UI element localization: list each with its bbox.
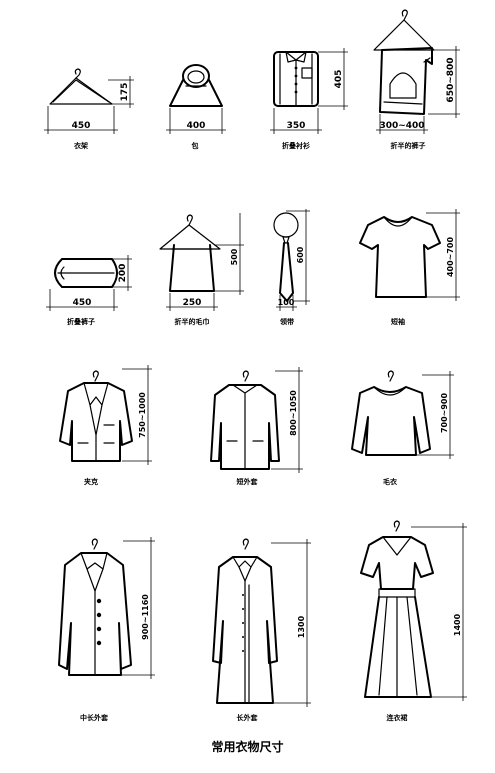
item-sweater: 700~900 毛衣 <box>340 365 465 490</box>
short-sleeve-height-label: 400~700 <box>446 237 455 278</box>
item-folded-trousers: 450 200 折叠裤子 <box>0 205 140 335</box>
caption-short-sleeve: 短袖 <box>391 318 405 326</box>
caption-half-folded-trousers: 折半的裤子 <box>390 142 426 150</box>
half-folded-towel-height-label: 500 <box>230 248 239 265</box>
caption-short-coat: 短外套 <box>236 478 258 486</box>
bag-drawing: 400 <box>166 64 226 134</box>
medium-coat-height-label: 900~1160 <box>141 594 150 640</box>
item-long-coat: 1300 长外套 <box>195 535 320 730</box>
long-coat-height-label: 1300 <box>297 615 306 638</box>
item-short-coat: 800~1050 短外套 <box>195 365 310 490</box>
caption-medium-coat: 中长外套 <box>80 714 108 722</box>
folded-trousers-width-label: 450 <box>73 298 92 308</box>
hanger-drawing: 450 175 <box>44 68 134 134</box>
caption-folded-trousers: 折叠裤子 <box>67 318 95 326</box>
caption-dress: 连衣裙 <box>386 714 408 722</box>
item-bag: 400 包 <box>140 0 250 160</box>
jacket-drawing: 750~1000 <box>59 365 152 465</box>
sweater-height-label: 700~900 <box>440 393 449 434</box>
folded-trousers-drawing: 450 200 <box>46 255 132 311</box>
half-folded-trousers-drawing: 300~400 650~800 <box>373 9 460 134</box>
jacket-height-label: 750~1000 <box>138 392 147 438</box>
caption-hanger: 衣架 <box>74 142 88 150</box>
caption-tie: 领带 <box>280 318 294 326</box>
caption-folded-shirt: 折叠衬衫 <box>282 142 310 150</box>
tie-height-label: 600 <box>296 246 305 263</box>
short-sleeve-drawing: 400~700 <box>359 209 460 301</box>
caption-long-coat: 长外套 <box>236 714 258 722</box>
folded-shirt-drawing: 350 405 <box>270 48 348 134</box>
item-hanger: 450 175 衣架 <box>0 0 140 160</box>
sweater-drawing: 700~900 <box>351 370 454 459</box>
caption-sweater: 毛衣 <box>383 478 397 486</box>
dress-drawing: 1400 <box>360 520 467 701</box>
bag-width-label: 400 <box>187 121 206 131</box>
dress-height-label: 1400 <box>453 613 462 636</box>
short-coat-height-label: 800~1050 <box>289 390 298 436</box>
item-folded-shirt: 350 405 折叠衬衫 <box>250 0 360 160</box>
hanger-width-label: 450 <box>72 121 91 131</box>
item-jacket: 750~1000 夹克 <box>50 365 160 490</box>
item-tie: 100 600 领带 <box>250 205 350 335</box>
page-title: 常用衣物尺寸 <box>211 740 284 754</box>
tie-drawing: 100 600 <box>273 209 310 311</box>
item-dress: 1400 连衣裙 <box>345 515 490 730</box>
half-folded-trousers-height-label: 650~800 <box>446 57 456 102</box>
hanger-height-label: 175 <box>120 83 130 102</box>
half-folded-towel-width-label: 250 <box>183 298 202 308</box>
caption-bag: 包 <box>191 142 199 150</box>
folded-trousers-height-label: 200 <box>118 264 128 283</box>
item-short-sleeve: 400~700 短袖 <box>350 205 495 335</box>
item-medium-coat: 900~1160 中长外套 <box>45 535 165 730</box>
caption-half-folded-towel: 折半的毛巾 <box>174 318 210 326</box>
caption-jacket: 夹克 <box>84 478 98 486</box>
half-folded-towel-drawing: 250 500 <box>159 213 244 311</box>
short-coat-drawing: 800~1050 <box>210 367 303 473</box>
folded-shirt-height-label: 405 <box>334 70 344 89</box>
folded-shirt-width-label: 350 <box>287 121 306 131</box>
long-coat-drawing: 1300 <box>212 538 311 707</box>
medium-coat-drawing: 900~1160 <box>58 537 155 679</box>
tie-width-label: 100 <box>278 298 295 307</box>
half-folded-trousers-width-label: 300~400 <box>379 121 424 131</box>
item-half-folded-towel: 250 500 折半的毛巾 <box>140 205 250 335</box>
item-half-folded-trousers: 300~400 650~800 折半的裤子 <box>360 0 495 160</box>
